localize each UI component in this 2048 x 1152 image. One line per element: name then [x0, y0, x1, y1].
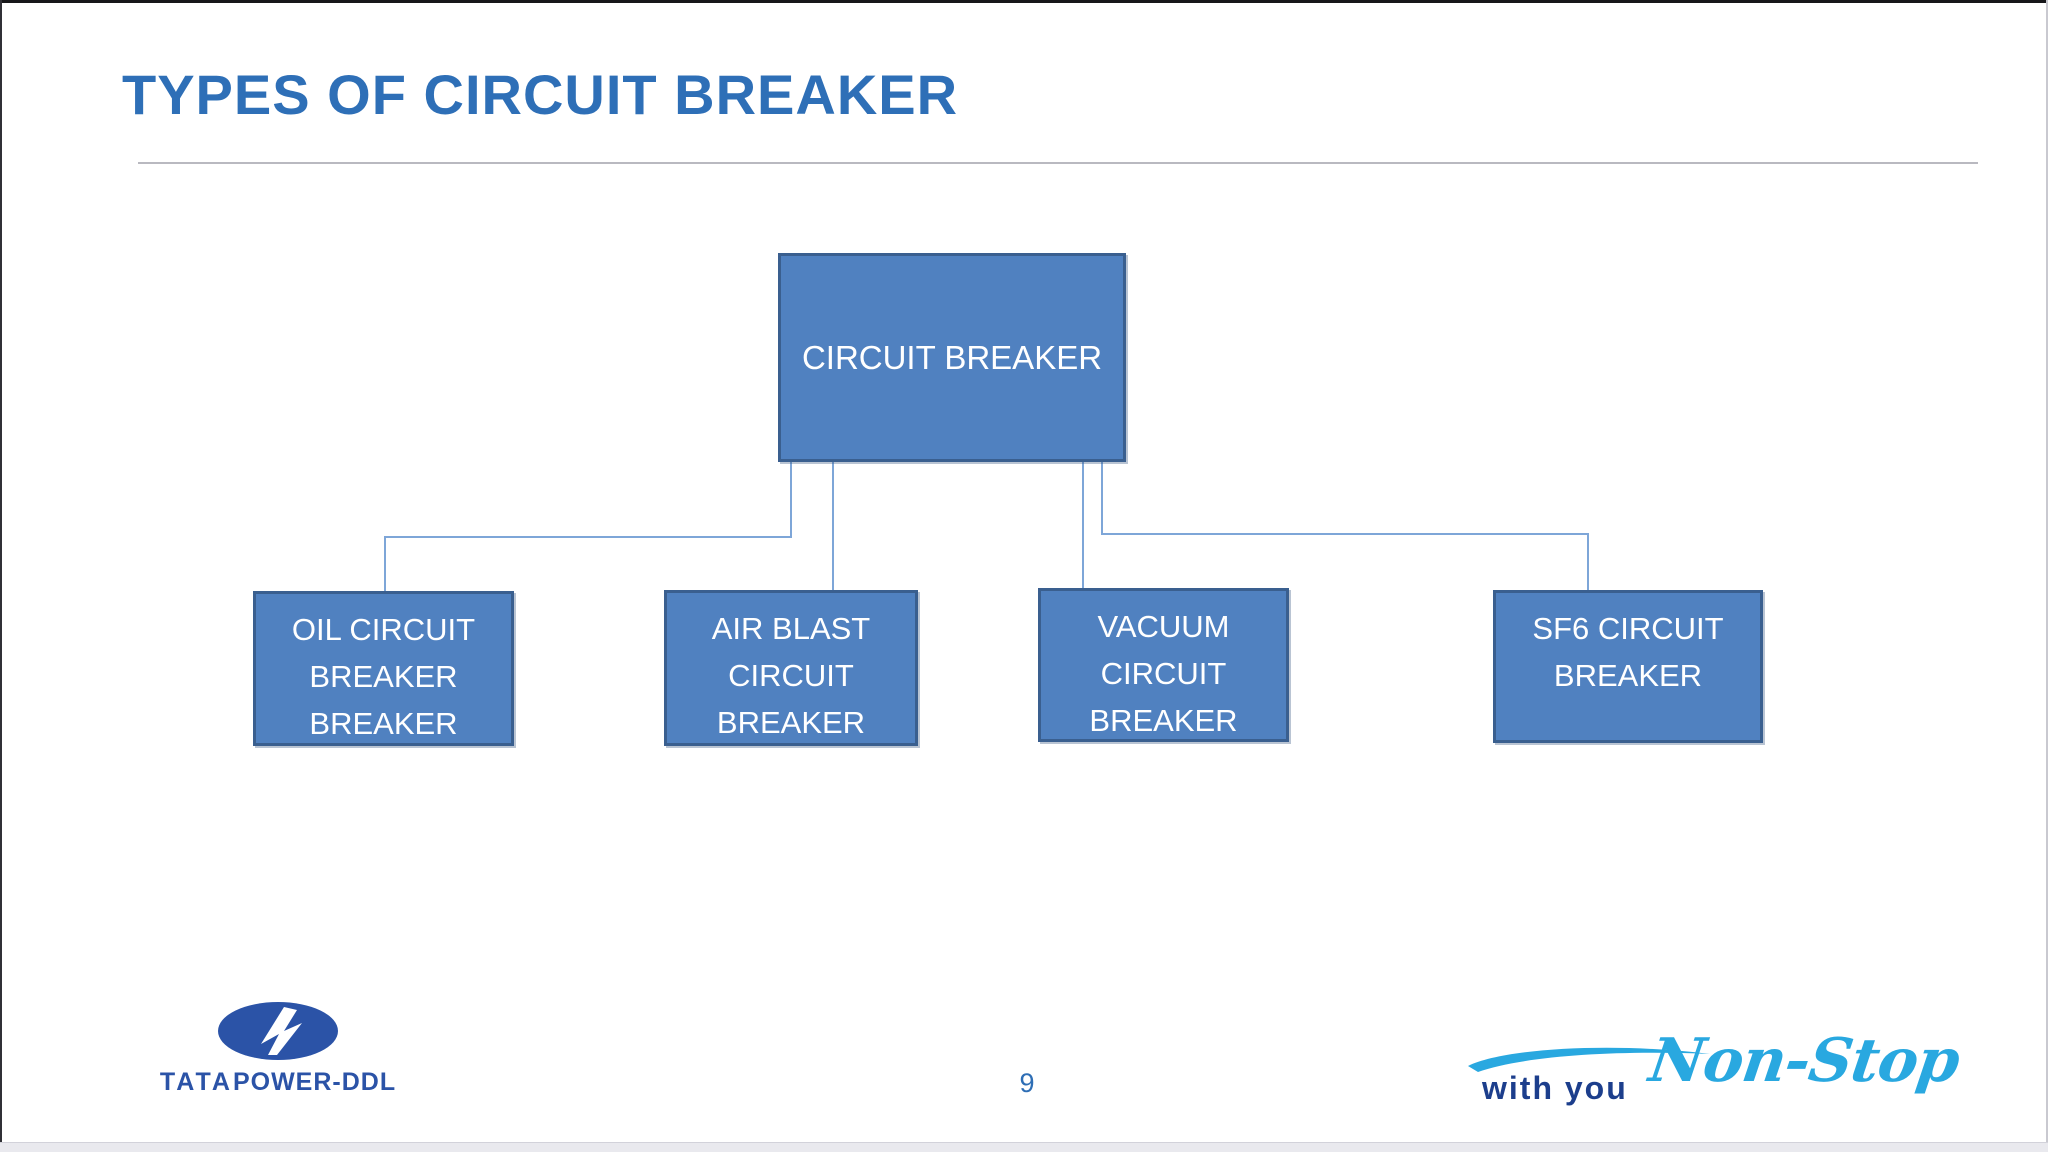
diagram-box-label: CIRCUIT BREAKER [801, 338, 1103, 376]
connector-root-to-vacuum [1082, 462, 1084, 589]
connector-root-to-oil-vertical [790, 462, 792, 537]
page-number: 9 [1019, 1068, 1035, 1098]
diagram-box-vacuum-circuit-breaker: VACUUM CIRCUIT BREAKER [1038, 588, 1289, 742]
tagline-non-stop-text: Non-Stop [1645, 1026, 1964, 1096]
connector-root-to-sf6-horizontal [1101, 533, 1589, 535]
tata-power-ddl-wordmark: TATAPOWER-DDL [143, 1068, 413, 1097]
diagram-box-sf6-circuit-breaker: SF6 CIRCUIT BREAKER [1493, 590, 1763, 743]
connector-root-to-airblast [832, 462, 834, 591]
title-divider [138, 162, 1978, 164]
tata-brand-text: TATA [159, 1068, 233, 1096]
swoosh-icon [1468, 1047, 1710, 1072]
tagline-with-you-text: with you [1482, 1070, 1628, 1106]
screenshot-left-edge [0, 0, 2, 1143]
diagram-box-circuit-breaker: CIRCUIT BREAKER [778, 253, 1126, 462]
power-ddl-text: POWER-DDL [232, 1068, 397, 1096]
tata-power-ddl-logo: TATAPOWER-DDL [143, 1000, 413, 1097]
connector-root-to-sf6-vertical [1101, 462, 1103, 534]
lightning-bolt-ellipse-icon [218, 1002, 338, 1060]
diagram-box-air-blast-circuit-breaker: AIR BLAST CIRCUIT BREAKER [664, 590, 918, 746]
connector-oil-drop [384, 536, 386, 592]
screenshot-right-edge [2046, 0, 2048, 1143]
connector-root-to-oil-horizontal [384, 536, 792, 538]
connector-sf6-drop [1587, 533, 1589, 591]
slide-title: TYPES OF CIRCUIT BREAKER [122, 63, 959, 126]
screenshot-bottom-edge [0, 1142, 2048, 1152]
screenshot-top-edge [0, 0, 2048, 3]
tagline: with you Non-Stop [1462, 1026, 1982, 1120]
diagram-box-oil-circuit-breaker: OIL CIRCUIT BREAKER BREAKER [253, 591, 514, 746]
